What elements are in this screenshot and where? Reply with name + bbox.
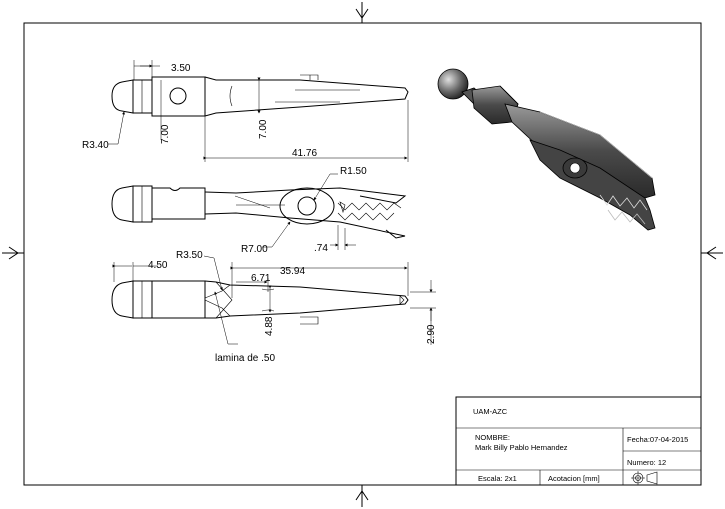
centering-mark-right — [701, 246, 723, 260]
dim-7-00-left: 7.00 — [160, 124, 171, 144]
isometric-view — [437, 68, 656, 231]
dim-0-74: .74 — [314, 243, 328, 254]
centering-mark-top — [355, 2, 369, 23]
dim-r7-00: R7.00 — [241, 244, 268, 255]
dim-r3-40: R3.40 — [82, 140, 109, 151]
tb-nombre-label: NOMBRE: — [475, 433, 510, 442]
top-view: 3.50 7.00 7.00 R3.40 41.76 — [82, 60, 409, 162]
tb-fecha: Fecha:07-04-2015 — [627, 435, 688, 444]
centering-mark-bottom — [355, 485, 369, 507]
dim-r1-50: R1.50 — [340, 166, 367, 177]
dim-6-71: 6.71 — [251, 273, 271, 284]
dim-7-00-mid: 7.00 — [258, 119, 269, 139]
dim-4-88: 4.88 — [264, 316, 275, 336]
dim-3-50: 3.50 — [171, 63, 191, 74]
dim-41-76: 41.76 — [292, 148, 317, 159]
centering-mark-left — [2, 246, 24, 260]
note-lamina: lamina de .50 — [215, 353, 275, 364]
tb-numero: Numero: 12 — [627, 458, 666, 467]
title-block: UAM-AZC NOMBRE: Mark Billy Pablo Hernand… — [455, 396, 702, 486]
dim-r3-50: R3.50 — [176, 250, 203, 261]
dim-35-94: 35.94 — [280, 266, 305, 277]
tb-nombre-value: Mark Billy Pablo Hernandez — [475, 443, 568, 452]
bottom-view: 4.50 R3.50 35.94 6.71 4.88 2.90 lamina d… — [111, 250, 437, 364]
front-view: R1.50 R7.00 .74 — [111, 166, 407, 255]
tb-acotacion: Acotacion [mm] — [548, 474, 600, 483]
tb-escala: Escala: 2x1 — [478, 474, 517, 483]
tb-organization: UAM-AZC — [473, 407, 508, 416]
dim-2-90: 2.90 — [426, 324, 437, 344]
drawing-frame — [23, 22, 702, 486]
dim-4-50: 4.50 — [148, 260, 168, 271]
first-angle-projection-icon — [631, 471, 658, 485]
